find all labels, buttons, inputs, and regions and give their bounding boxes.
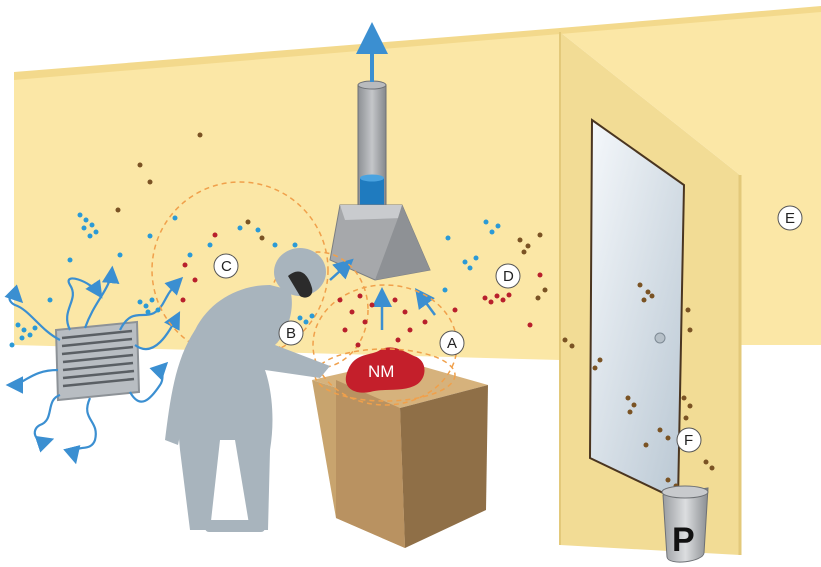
door [590,120,684,500]
svg-text:D: D [503,268,514,285]
zone-label-b: B [279,321,303,345]
container-label: P [672,521,695,559]
svg-text:A: A [447,335,457,352]
door-knob [655,333,665,343]
svg-text:F: F [684,432,693,449]
zone-label-f: F [677,428,701,452]
svg-text:B: B [286,325,296,342]
zone-label-c: C [214,254,238,278]
nm-label: NM [368,362,394,381]
svg-text:E: E [785,210,795,227]
air-vent [56,322,139,400]
container-p: P [662,486,708,562]
zone-label-d: D [496,264,520,288]
svg-text:C: C [221,258,232,275]
zone-label-e: E [778,206,802,230]
zone-label-a: A [440,331,464,355]
duct-fill [360,178,384,207]
